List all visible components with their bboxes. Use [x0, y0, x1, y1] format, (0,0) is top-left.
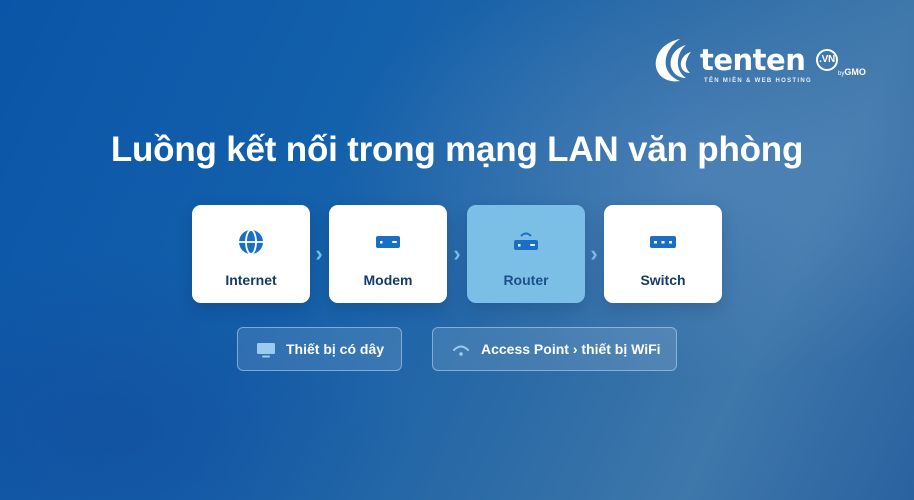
flow-node-switch: Switch: [604, 205, 722, 303]
flow-node-modem: Modem: [329, 205, 447, 303]
switch-icon: [650, 236, 676, 248]
branch-label: Thiết bị có dây: [286, 341, 385, 357]
flow-node-label: Internet: [225, 272, 277, 288]
branch-label: Access Point › thiết bị WiFi: [481, 341, 661, 357]
brand-by-label: by: [838, 71, 845, 77]
flow-node-label: Modem: [363, 272, 413, 288]
flow-arrow: ›: [590, 241, 598, 266]
branch-access-point: Access Point › thiết bị WiFi: [432, 327, 677, 371]
flow-node-label: Switch: [640, 272, 686, 288]
flow-arrow: ›: [315, 241, 323, 266]
brand-wordmark: tenten: [700, 43, 806, 77]
modem-icon: [376, 236, 400, 248]
brand-logo[interactable]: tenten .VN byGMO TÊN MIỀN & WEB HOSTING: [650, 36, 882, 88]
brand-domain-badge: .VN: [816, 49, 838, 71]
brand-tagline: TÊN MIỀN & WEB HOSTING: [704, 78, 812, 84]
globe-icon: [239, 229, 263, 255]
router-icon: [514, 232, 538, 250]
page-title: Luồng kết nối trong mạng LAN văn phòng: [110, 130, 804, 169]
flow-node-router: Router: [467, 205, 585, 303]
monitor-icon: [257, 343, 275, 358]
brand-parent-name: GMO: [844, 67, 866, 77]
branch-wired-devices: Thiết bị có dây: [237, 327, 402, 371]
crescent-logo-icon: [655, 39, 691, 82]
flow-node-label: Router: [503, 272, 549, 288]
brand-parent: byGMO: [838, 67, 866, 77]
flow-node-internet: Internet: [192, 205, 310, 303]
flow-arrow: ›: [453, 241, 461, 266]
wifi-icon: [453, 345, 469, 356]
